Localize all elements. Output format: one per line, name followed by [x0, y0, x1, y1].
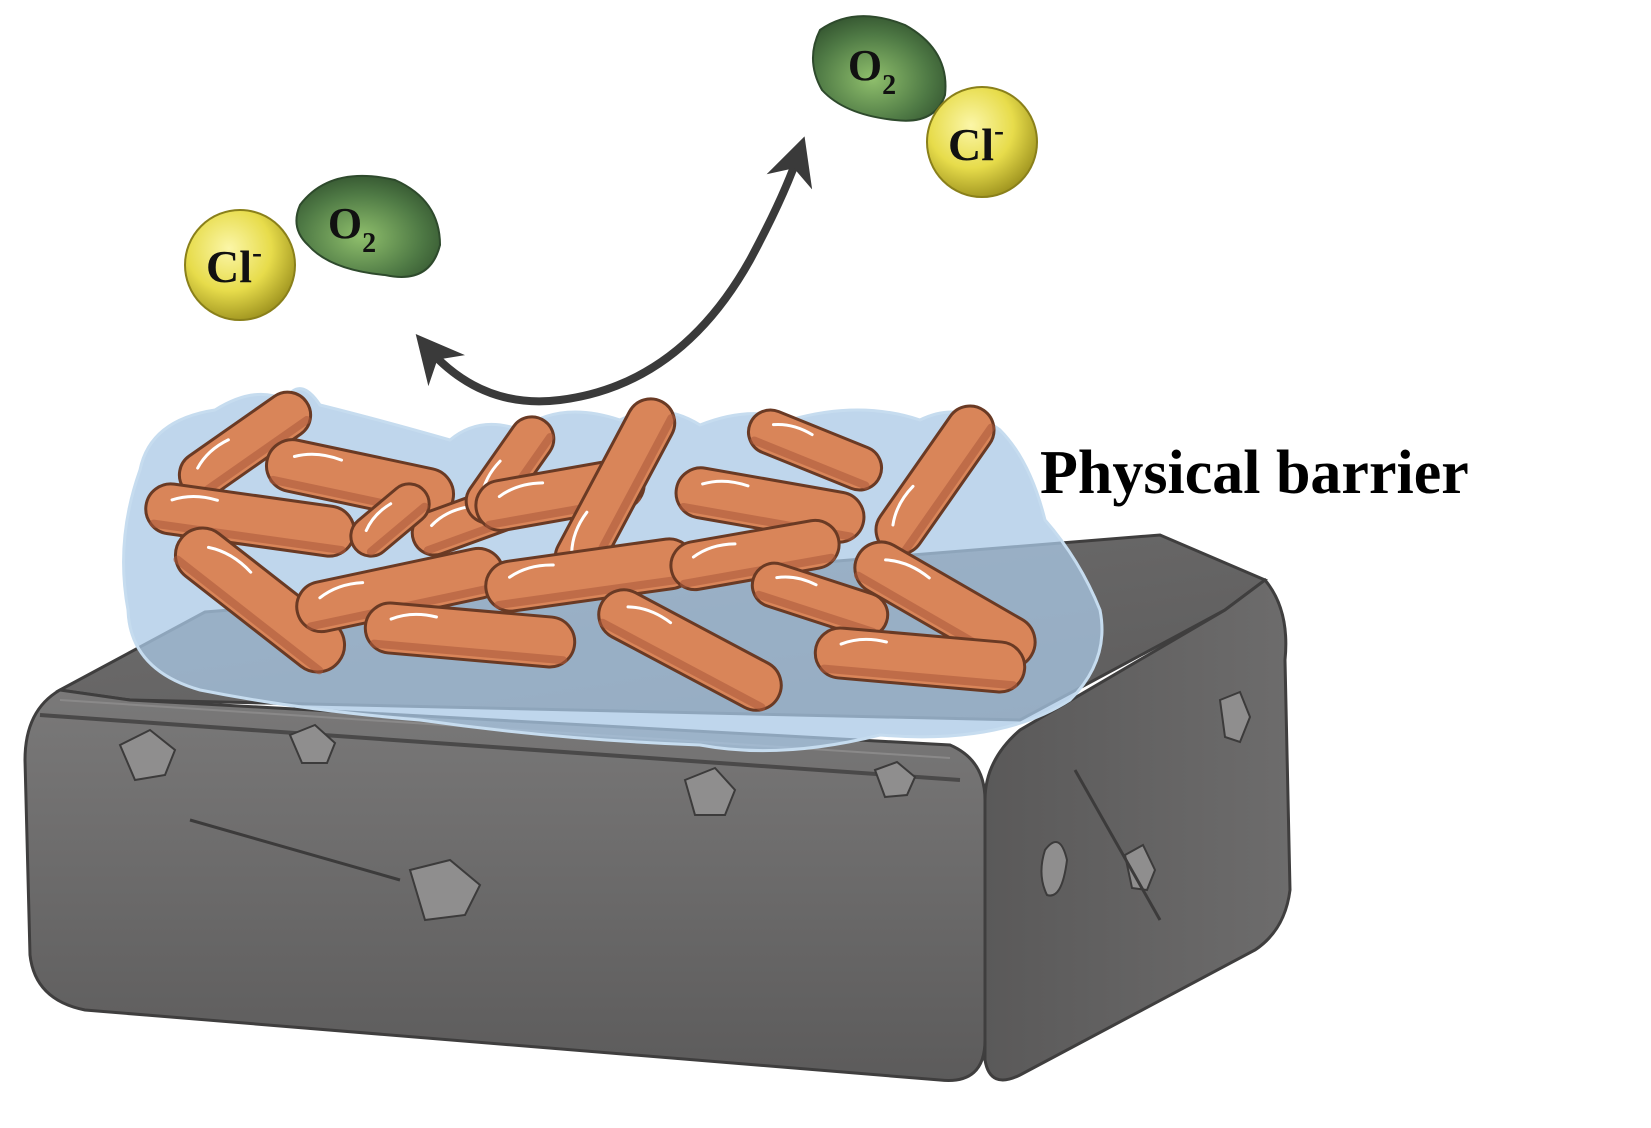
svg-text:Cl-: Cl- — [206, 236, 262, 292]
rod-bacteria-icon — [813, 626, 1027, 694]
o2-molecule-left: O2 — [295, 174, 442, 278]
rod-bacteria-icon — [363, 601, 577, 669]
rod-bacteria-icon — [746, 408, 884, 492]
svg-text:Cl-: Cl- — [948, 114, 1004, 170]
cl-ion-right: Cl- — [926, 86, 1038, 198]
rod-bacteria-icon — [173, 526, 347, 675]
svg-text:O2: O2 — [328, 199, 376, 259]
rod-bacteria-icon — [349, 482, 431, 558]
physical-barrier-label: Physical barrier — [1040, 439, 1469, 507]
rod-bacteria-icon — [553, 397, 677, 583]
rod-bacteria-icon — [484, 537, 696, 613]
rod-bacteria-icon — [750, 561, 890, 639]
corrosion-pit-icon — [118, 690, 1252, 922]
cl-ion-left: Cl- — [184, 209, 296, 321]
bacteria-cluster — [144, 390, 1037, 712]
svg-text:O2: O2 — [848, 41, 896, 101]
double-headed-curved-arrow — [415, 136, 813, 406]
o2-molecule-right: O2 — [811, 15, 947, 122]
rod-bacteria-icon — [597, 588, 783, 712]
